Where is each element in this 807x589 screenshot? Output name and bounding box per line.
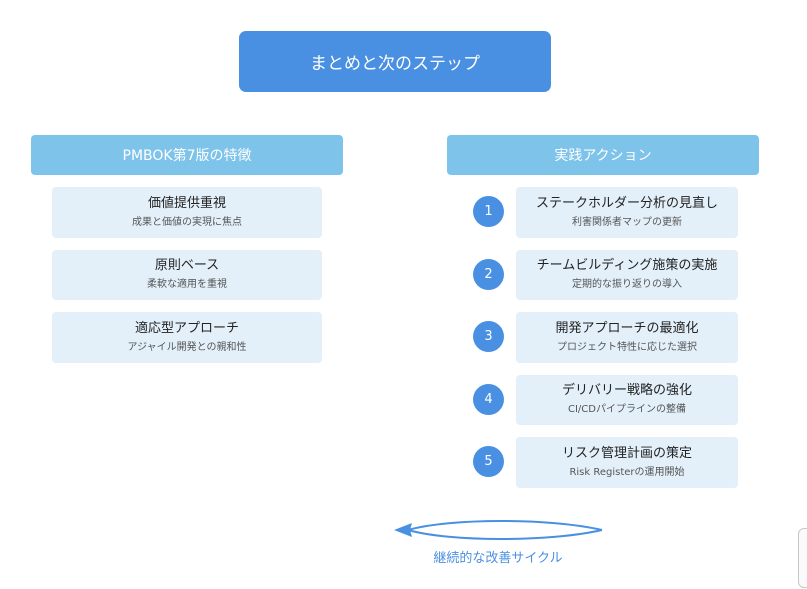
feature-card: 価値提供重視 成果と価値の実現に焦点 bbox=[52, 187, 322, 238]
action-title: リスク管理計画の策定 bbox=[561, 445, 692, 461]
feature-title: 適応型アプローチ bbox=[134, 320, 239, 336]
action-card: リスク管理計画の策定 Risk Registerの運用開始 bbox=[516, 437, 738, 488]
step-number-badge: 1 bbox=[473, 196, 504, 227]
feature-subtitle: 成果と価値の実現に焦点 bbox=[132, 216, 242, 228]
action-subtitle: 利害関係者マップの更新 bbox=[572, 216, 682, 228]
page-title: まとめと次のステップ bbox=[239, 31, 551, 92]
cycle-label: 継続的な改善サイクル bbox=[433, 551, 563, 566]
action-title: 開発アプローチの最適化 bbox=[555, 320, 699, 336]
step-number-badge: 3 bbox=[473, 321, 504, 352]
feature-title: 価値提供重視 bbox=[147, 195, 226, 211]
action-title: デリバリー戦略の強化 bbox=[561, 383, 692, 398]
action-card: チームビルディング施策の実施 定期的な振り返りの導入 bbox=[516, 250, 738, 300]
step-number-badge: 5 bbox=[473, 446, 504, 477]
action-subtitle: Risk Registerの運用開始 bbox=[569, 466, 685, 478]
action-title: チームビルディング施策の実施 bbox=[536, 258, 718, 273]
feature-subtitle: アジャイル開発との親和性 bbox=[127, 341, 247, 353]
step-number-badge: 4 bbox=[473, 384, 504, 415]
action-subtitle: プロジェクト特性に応じた選択 bbox=[557, 341, 697, 353]
action-title: ステークホルダー分析の見直し bbox=[535, 195, 718, 211]
left-column-header: PMBOK第7版の特徴 bbox=[31, 135, 343, 175]
feature-card: 原則ベース 柔軟な適用を重視 bbox=[52, 250, 322, 300]
action-card: デリバリー戦略の強化 CI/CDパイプラインの整備 bbox=[516, 375, 738, 425]
right-column-header: 実践アクション bbox=[447, 135, 759, 175]
feature-card: 適応型アプローチ アジャイル開発との親和性 bbox=[52, 312, 322, 363]
feature-title: 原則ベース bbox=[154, 258, 220, 273]
action-card: ステークホルダー分析の見直し 利害関係者マップの更新 bbox=[516, 187, 738, 238]
step-number-badge: 2 bbox=[473, 259, 504, 290]
feature-subtitle: 柔軟な適用を重視 bbox=[147, 279, 227, 290]
cycle-arrow-icon bbox=[394, 520, 603, 540]
action-card: 開発アプローチの最適化 プロジェクト特性に応じた選択 bbox=[516, 312, 738, 363]
side-panel-tab[interactable] bbox=[798, 528, 807, 588]
action-subtitle: CI/CDパイプラインの整備 bbox=[568, 404, 686, 415]
action-subtitle: 定期的な振り返りの導入 bbox=[572, 279, 682, 290]
